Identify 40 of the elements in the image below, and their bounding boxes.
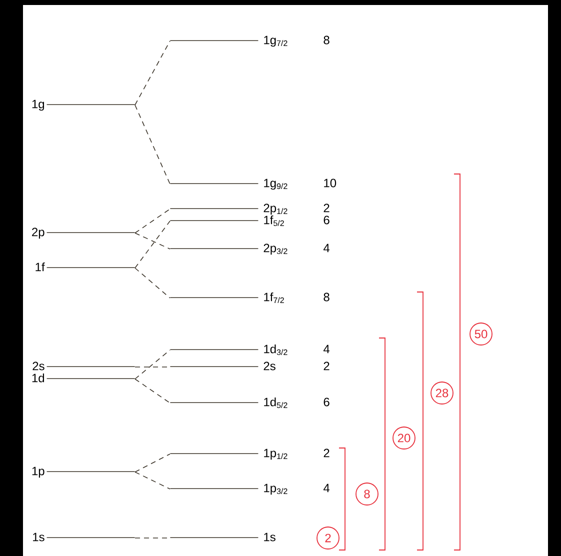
energy-level: 2s — [170, 362, 276, 370]
energy-level: 1g$_{9/2}$ — [170, 178, 288, 190]
energy-level: 1p — [32, 466, 136, 478]
occupancy-number: 2 — [324, 204, 330, 212]
dashed-connector — [134, 40, 170, 106]
energy-level: 2p — [32, 228, 136, 239]
dashed-connector — [134, 268, 170, 298]
energy-level: 1s — [33, 532, 136, 542]
energy-level: 1g$_{7/2}$ — [170, 36, 288, 47]
occupancy-number: 4 — [324, 484, 330, 492]
energy-level: 2p$_{3/2}$ — [170, 244, 288, 255]
occupancy-number: 2 — [324, 362, 330, 370]
energy-level: 1d$_{5/2}$ — [170, 397, 288, 408]
dashed-connector — [134, 378, 170, 404]
energy-level: 1d$_{3/2}$ — [170, 344, 288, 356]
occupancy-number: 8 — [324, 292, 330, 302]
dashed-connector — [134, 208, 170, 234]
occupancy-number: 8 — [324, 36, 330, 44]
occupancy-number: 6 — [324, 398, 330, 406]
occupancy-number: 4 — [324, 344, 330, 354]
energy-level: 1d — [32, 373, 136, 382]
energy-level: 1f — [36, 262, 136, 272]
energy-level: 1p$_{3/2}$ — [170, 484, 288, 495]
dashed-connector — [134, 232, 170, 250]
dashed-connector — [134, 220, 170, 268]
energy-level: 1f$_{7/2}$ — [170, 292, 284, 304]
dashed-connector — [134, 104, 170, 184]
occupancy-number: 6 — [324, 216, 330, 224]
dashed-connector — [134, 472, 170, 490]
dashed-connector — [134, 350, 170, 380]
energy-level: 1f$_{5/2}$ — [170, 215, 284, 226]
dashed-connector — [134, 454, 170, 472]
energy-level: 2s — [32, 362, 136, 370]
energy-level: 2p$_{1/2}$ — [170, 204, 288, 215]
occupancy-number: 10 — [324, 178, 336, 188]
occupancy-number: 2 — [324, 448, 330, 458]
occupancy-number: 4 — [324, 244, 330, 252]
energy-level: 1g — [32, 100, 136, 111]
energy-level: 1s — [170, 532, 276, 542]
energy-level: 1p$_{1/2}$ — [170, 448, 288, 460]
